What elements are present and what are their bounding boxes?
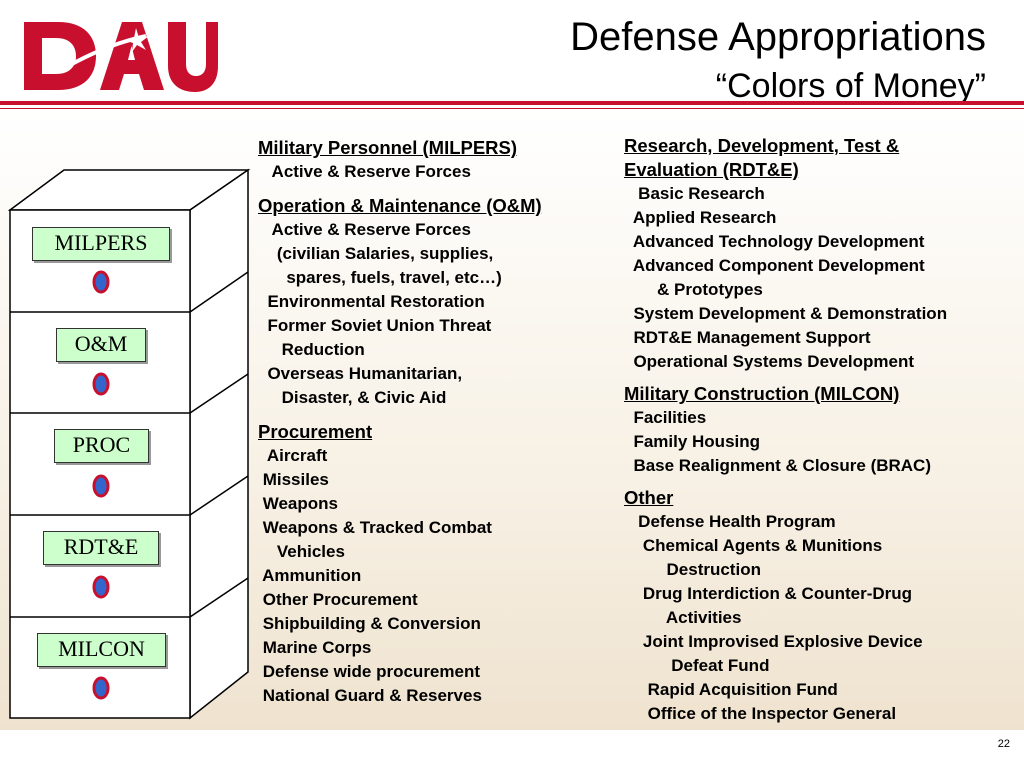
heading-om: Operation & Maintenance (O&M) [258, 195, 542, 216]
list-item: Drug Interdiction & Counter-Drug [624, 584, 913, 603]
list-item: Marine Corps [258, 638, 372, 657]
list-item: Joint Improvised Explosive Device [624, 632, 923, 651]
list-item: National Guard & Reserves [258, 686, 482, 705]
header-rule-thin [0, 108, 1024, 109]
page-title: Defense Appropriations [570, 15, 986, 59]
drawer-label-om: O&M [56, 328, 146, 362]
filing-cabinet [7, 168, 251, 720]
list-item: Weapons [258, 494, 338, 513]
list-item: Ammunition [258, 566, 362, 585]
drawer-label-milpers: MILPERS [32, 227, 170, 261]
list-item: Defeat Fund [624, 656, 770, 675]
list-item: Advanced Technology Development [624, 232, 925, 251]
list-item: Basic Research [624, 184, 765, 203]
list-item: & Prototypes [624, 280, 763, 299]
list-item: Chemical Agents & Munitions [624, 536, 883, 555]
right-column: Research, Development, Test & Evaluation… [624, 134, 1014, 726]
heading-milpers: Military Personnel (MILPERS) [258, 137, 518, 158]
list-item: Activities [624, 608, 742, 627]
list-item: Facilities [624, 408, 707, 427]
list-item: Aircraft [258, 446, 328, 465]
heading-procurement: Procurement [258, 421, 373, 442]
list-item: Defense Health Program [624, 512, 836, 531]
header-rule [0, 101, 1024, 105]
drawer-label-proc: PROC [54, 429, 149, 463]
list-item: (civilian Salaries, supplies, [258, 244, 494, 263]
list-item: Weapons & Tracked Combat [258, 518, 492, 537]
left-column: Military Personnel (MILPERS) Active & Re… [258, 136, 618, 708]
list-item: Applied Research [624, 208, 777, 227]
page-number: 22 [997, 738, 1010, 750]
list-item: Office of the Inspector General [624, 704, 897, 723]
list-item: RDT&E Management Support [624, 328, 871, 347]
list-item: Active & Reserve Forces [258, 162, 471, 181]
heading-milcon: Military Construction (MILCON) [624, 383, 900, 404]
list-item: spares, fuels, travel, etc…) [258, 268, 502, 287]
page-subtitle: “Colors of Money” [715, 67, 986, 105]
list-item: Missiles [258, 470, 329, 489]
footer-band [0, 734, 1024, 768]
list-item: System Development & Demonstration [624, 304, 948, 323]
list-item: Operational Systems Development [624, 352, 915, 371]
list-item: Environmental Restoration [258, 292, 485, 311]
list-item: Active & Reserve Forces [258, 220, 471, 239]
list-item: Other Procurement [258, 590, 418, 609]
list-item: Disaster, & Civic Aid [258, 388, 447, 407]
dau-logo [24, 22, 218, 92]
list-item: Family Housing [624, 432, 761, 451]
list-item: Rapid Acquisition Fund [624, 680, 838, 699]
list-item: Destruction [624, 560, 761, 579]
drawer-knob-icon [92, 270, 110, 700]
list-item: Defense wide procurement [258, 662, 481, 681]
list-item: Vehicles [258, 542, 345, 561]
drawer-label-milcon: MILCON [37, 633, 166, 667]
heading-rdte: Research, Development, Test & [624, 135, 900, 156]
list-item: Advanced Component Development [624, 256, 925, 275]
drawer-label-rdte: RDT&E [43, 531, 159, 565]
list-item: Reduction [258, 340, 365, 359]
list-item: Shipbuilding & Conversion [258, 614, 481, 633]
heading-other: Other [624, 487, 674, 508]
list-item: Base Realignment & Closure (BRAC) [624, 456, 931, 475]
heading-rdte-line2: Evaluation (RDT&E) [624, 159, 799, 180]
list-item: Former Soviet Union Threat [258, 316, 492, 335]
list-item: Overseas Humanitarian, [258, 364, 463, 383]
